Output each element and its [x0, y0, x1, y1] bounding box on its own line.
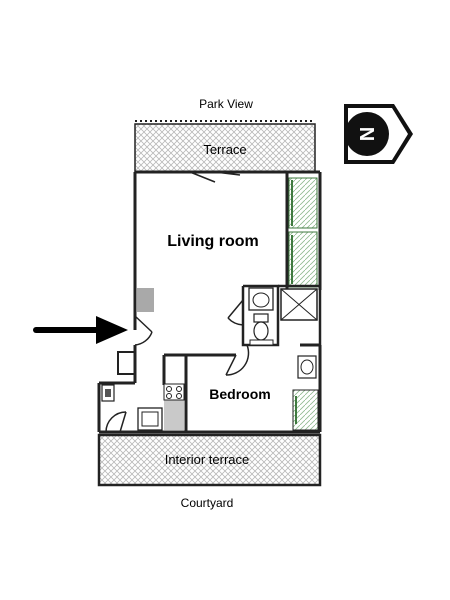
wash-basin-icon [297, 355, 317, 379]
interior-terrace: Interior terrace [97, 433, 322, 487]
living-room-label: Living room [167, 233, 259, 250]
north-compass-icon: N [344, 104, 413, 164]
interior-terrace-label: Interior terrace [165, 452, 250, 467]
bathroom [241, 284, 322, 347]
living-room-walls [133, 170, 322, 330]
closet [292, 389, 319, 431]
courtyard-label: Courtyard [181, 496, 234, 510]
compass-letter: N [355, 127, 377, 141]
bedroom-door [225, 344, 250, 376]
living-room-windows [288, 177, 318, 288]
bedroom-walls [162, 343, 322, 432]
entrance-arrow-icon [33, 316, 128, 344]
column [137, 288, 154, 312]
toilet-icon [249, 313, 274, 346]
sink-icon [248, 287, 274, 311]
kitchen [163, 383, 185, 430]
kitchen-door [105, 411, 127, 433]
fridge-icon [101, 384, 115, 402]
kitchen-sink-icon [137, 407, 163, 431]
entrance-door [134, 315, 153, 346]
bedroom-label: Bedroom [209, 386, 270, 402]
terrace-top: Terrace [134, 120, 316, 173]
entry-walls [97, 345, 137, 432]
shower [280, 288, 318, 321]
top-sliding-door [189, 171, 241, 183]
terrace-label: Terrace [203, 142, 246, 157]
bathroom-door [227, 299, 244, 326]
park-view-label: Park View [199, 97, 253, 111]
